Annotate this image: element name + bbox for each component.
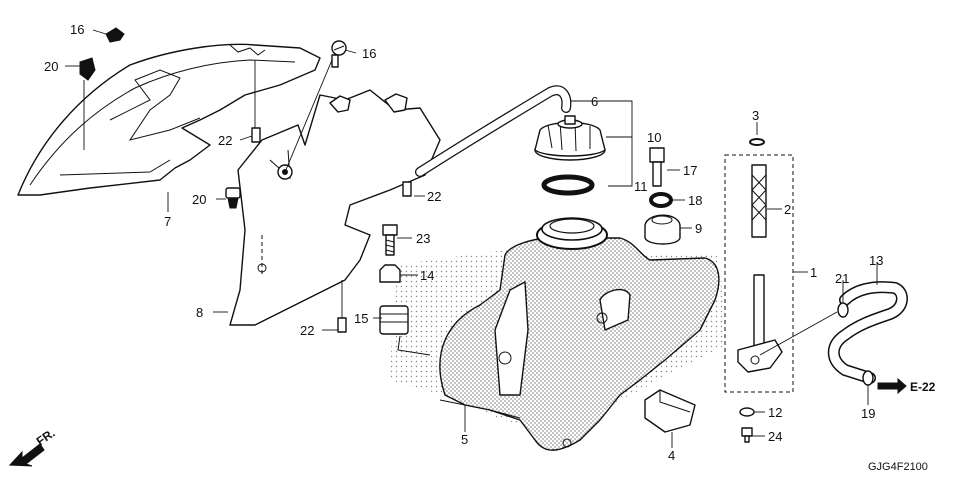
rubber-part-9 bbox=[644, 214, 681, 245]
callout-16-upper-left: 16 bbox=[70, 22, 84, 37]
callout-17: 17 bbox=[683, 163, 697, 178]
tube-clip-part-19 bbox=[862, 370, 874, 386]
callout-24: 24 bbox=[768, 429, 782, 444]
clip-part-20-upper bbox=[79, 57, 96, 81]
bolt-part-24 bbox=[741, 427, 753, 443]
callout-8: 8 bbox=[196, 305, 203, 320]
callout-10: 10 bbox=[647, 130, 661, 145]
washer-part-12 bbox=[739, 407, 755, 417]
reference-arrow: E-22 bbox=[877, 377, 936, 395]
shroud-upper-part-7 bbox=[17, 43, 321, 196]
fuel-valve-assembly-part-1 bbox=[724, 154, 794, 393]
callout-20-lower: 20 bbox=[192, 192, 206, 207]
callout-15: 15 bbox=[354, 311, 368, 326]
bolt-part-22-b bbox=[402, 181, 412, 197]
callout-2: 2 bbox=[784, 202, 791, 217]
cap-gasket-part-11 bbox=[541, 174, 595, 196]
callout-11: 11 bbox=[634, 179, 648, 194]
tube-clip-part-21 bbox=[837, 302, 849, 318]
callout-14: 14 bbox=[420, 268, 434, 283]
bolt-part-22-a bbox=[251, 127, 261, 143]
screw-part-16-upper-right bbox=[331, 40, 347, 68]
callout-19: 19 bbox=[861, 406, 875, 421]
callout-21: 21 bbox=[835, 271, 849, 286]
callout-7: 7 bbox=[164, 214, 171, 229]
o-ring-part-3 bbox=[749, 138, 765, 146]
callout-13: 13 bbox=[869, 253, 883, 268]
fuel-tank-part-5 bbox=[390, 217, 725, 451]
callout-6: 6 bbox=[591, 94, 598, 109]
fuel-tube-part-13 bbox=[827, 281, 908, 384]
diagram-code: GJG4F2100 bbox=[868, 461, 928, 473]
front-direction-arrow-icon bbox=[8, 443, 45, 467]
callout-22-b: 22 bbox=[427, 189, 441, 204]
front-direction-label: FR. bbox=[34, 426, 58, 449]
front-direction-marker: FR. bbox=[8, 426, 58, 467]
reference-label: E-22 bbox=[910, 380, 936, 394]
callout-9: 9 bbox=[695, 221, 702, 236]
strainer-screen-part-2 bbox=[751, 164, 767, 238]
callout-18: 18 bbox=[688, 193, 702, 208]
cover-part-4 bbox=[644, 389, 696, 433]
callout-22-a: 22 bbox=[218, 133, 232, 148]
mount-rubber-part-15 bbox=[379, 305, 431, 356]
bolt-part-23 bbox=[382, 224, 398, 256]
callout-22-c: 22 bbox=[300, 323, 314, 338]
callout-12: 12 bbox=[768, 405, 782, 420]
bolt-part-17 bbox=[649, 147, 665, 187]
callout-3: 3 bbox=[752, 108, 759, 123]
reference-arrow-icon bbox=[877, 377, 907, 395]
screw-part-16-upper-left bbox=[105, 27, 125, 43]
fuel-cap-part-10 bbox=[534, 115, 606, 161]
collar-part-14 bbox=[379, 264, 401, 283]
bolt-part-22-c bbox=[337, 317, 347, 333]
clip-part-20-lower bbox=[225, 187, 241, 209]
callout-23: 23 bbox=[416, 231, 430, 246]
callout-5: 5 bbox=[461, 432, 468, 447]
callout-20-upper: 20 bbox=[44, 59, 58, 74]
callout-16-upper-right: 16 bbox=[362, 46, 376, 61]
callout-labels: 16 20 7 16 22 20 22 23 14 15 8 22 6 10 1… bbox=[44, 22, 883, 463]
callout-4: 4 bbox=[668, 448, 675, 463]
callout-1: 1 bbox=[810, 265, 817, 280]
breather-tube-part-6 bbox=[415, 85, 572, 177]
grommet-part-18 bbox=[649, 192, 673, 208]
leader-lines bbox=[65, 29, 878, 448]
